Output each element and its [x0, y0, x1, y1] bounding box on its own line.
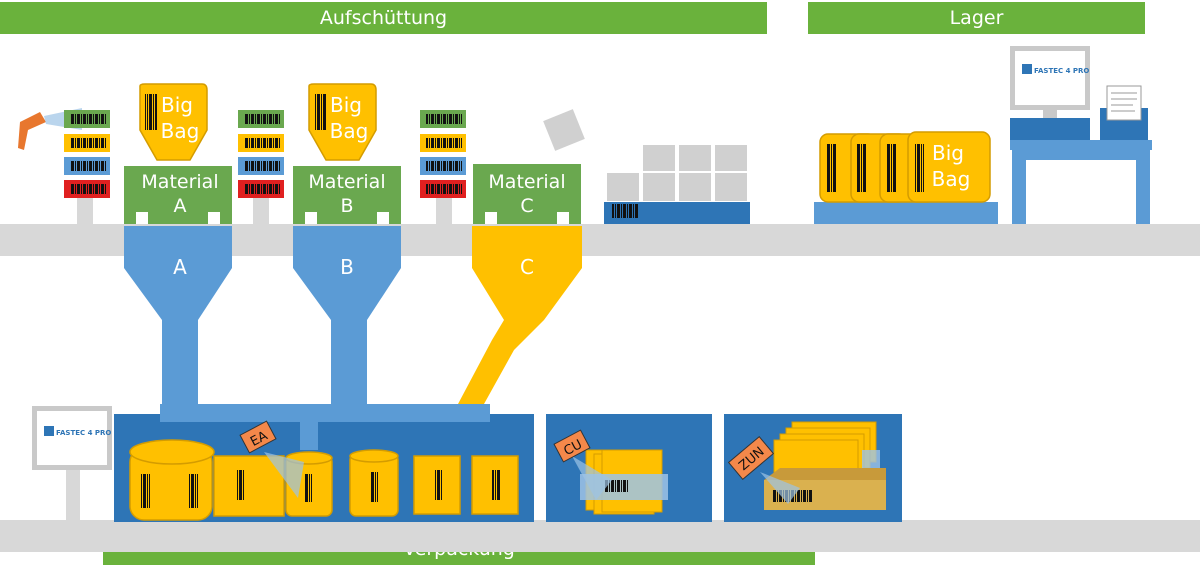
lager-monitor-logo: FASTEC 4 PRO [1034, 67, 1089, 75]
box-icon [543, 109, 585, 151]
label-stack-1 [64, 110, 110, 224]
storage-big-bag-line2: Bag [932, 167, 971, 191]
station-b-label: Material [308, 171, 385, 193]
big-bag-b: Big Bag [308, 83, 377, 161]
lager-workstation: FASTEC 4 PRO [1010, 46, 1152, 224]
printer-icon [1100, 85, 1148, 140]
hopper-c: C [458, 226, 582, 404]
hopper-a: A [124, 226, 232, 404]
station-b-letter: B [340, 195, 353, 217]
label-stack-2 [238, 110, 284, 224]
station-a-label: Material [141, 171, 218, 193]
banner-aufschuettung: Aufschüttung [0, 2, 767, 34]
banner-lager: Lager [808, 2, 1145, 34]
big-bag-b-line1: Big [330, 93, 362, 117]
big-bag-a-line1: Big [161, 93, 193, 117]
material-station-a: Material A [124, 166, 232, 224]
packaging-monitor-logo: FASTEC 4 PRO [56, 429, 111, 437]
storage-big-bag-line1: Big [932, 141, 964, 165]
pallet-stack [604, 143, 750, 224]
big-bag-a: Big Bag [139, 83, 208, 161]
lower-belt [0, 520, 1200, 552]
monitor-icon: FASTEC 4 PRO [1010, 46, 1090, 118]
storage-pallets: Big Bag [814, 131, 998, 224]
material-station-c: Material C [473, 164, 581, 224]
packaging-ea: EA [114, 404, 534, 522]
big-bag-a-line2: Bag [161, 119, 200, 143]
hopper-a-label: A [173, 255, 187, 279]
station-c-letter: C [520, 195, 533, 217]
big-bag-b-line2: Bag [330, 119, 369, 143]
station-c-label: Material [488, 171, 565, 193]
material-station-b: Material B [293, 166, 401, 224]
hopper-c-label: C [520, 255, 534, 279]
packaging-cu: CU [546, 414, 712, 522]
hopper-b: B [293, 226, 401, 404]
station-a-letter: A [174, 195, 187, 217]
hopper-b-label: B [340, 255, 354, 279]
label-stack-3 [420, 110, 466, 224]
packaging-terminal: FASTEC 4 PRO [32, 406, 112, 522]
tag-ea: EA [248, 429, 270, 450]
monitor-icon-left: FASTEC 4 PRO [32, 406, 112, 470]
packaging-zun: ZUN [724, 414, 902, 522]
